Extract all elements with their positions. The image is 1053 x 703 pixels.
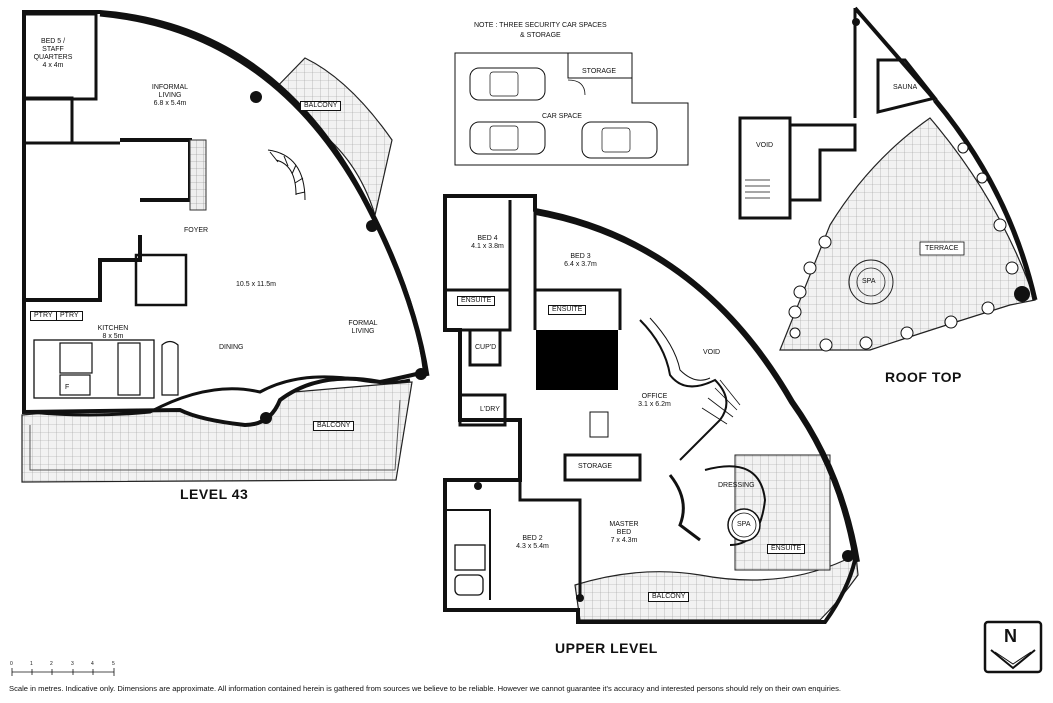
upper-level-title: UPPER LEVEL (555, 640, 658, 656)
spiral-staircase (267, 149, 306, 201)
level43-balcony-top-label: BALCONY (300, 101, 342, 111)
scale-tick-3: 3 (71, 661, 74, 667)
main-dimension-label: 10.5 x 11.5m (236, 281, 276, 288)
upper-void-label: VOID (703, 349, 721, 356)
dining-label: DINING (219, 344, 244, 351)
ensuite-3-label: ENSUITE (767, 544, 806, 554)
note-storage-label: STORAGE (582, 68, 617, 75)
fridge-label: F (65, 384, 70, 391)
cupboard-label: CUP'D (475, 344, 497, 351)
level43-floor (22, 10, 428, 428)
roof-terrace (779, 117, 1036, 351)
disclaimer-text: Scale in metres. Indicative only. Dimens… (9, 684, 842, 693)
foyer-label: FOYER (184, 227, 209, 234)
master-spa (727, 508, 761, 542)
note-line-1: NOTE : THREE SECURITY CAR SPACES (474, 22, 607, 29)
roof-void-label: VOID (756, 142, 774, 149)
upper-balcony-label: BALCONY (648, 592, 690, 602)
level43-plan (21, 10, 430, 483)
stair-void-block (536, 330, 618, 390)
pantry-2-label: PTRY (56, 311, 83, 321)
roof-spa-label: SPA (862, 278, 876, 285)
master-spa-label: SPA (737, 521, 751, 528)
scale-bar (11, 668, 115, 676)
roof-spa (848, 259, 894, 305)
ensuite-2-label: ENSUITE (548, 305, 587, 315)
scale-tick-1: 1 (30, 661, 33, 667)
ensuite-1-label: ENSUITE (457, 296, 496, 306)
note-car-space-label: CAR SPACE (542, 113, 582, 120)
note-line-2: & STORAGE (520, 32, 561, 39)
upper-level-plan (443, 194, 860, 624)
north-compass-icon (983, 620, 1043, 674)
level43-title: LEVEL 43 (180, 486, 249, 502)
level43-balcony-bottom-label: BALCONY (313, 421, 355, 431)
scale-tick-4: 4 (91, 661, 94, 667)
scale-tick-0: 0 (10, 661, 13, 667)
roof-top-plan (738, 6, 1038, 352)
scale-tick-5: 5 (112, 661, 115, 667)
car-spaces-diagram (454, 52, 689, 166)
laundry-label: L'DRY (480, 406, 500, 413)
roof-top-title: ROOF TOP (885, 369, 962, 385)
dressing-label: DRESSING (718, 482, 755, 489)
terrace-label: TERRACE (925, 245, 959, 252)
sauna-label: SAUNA (893, 84, 918, 91)
roof-plants (788, 142, 1019, 352)
pantry-1-label: PTRY (30, 311, 57, 321)
scale-tick-2: 2 (50, 661, 53, 667)
compass-north-letter: N (1004, 626, 1017, 646)
storage-label: STORAGE (578, 463, 613, 470)
